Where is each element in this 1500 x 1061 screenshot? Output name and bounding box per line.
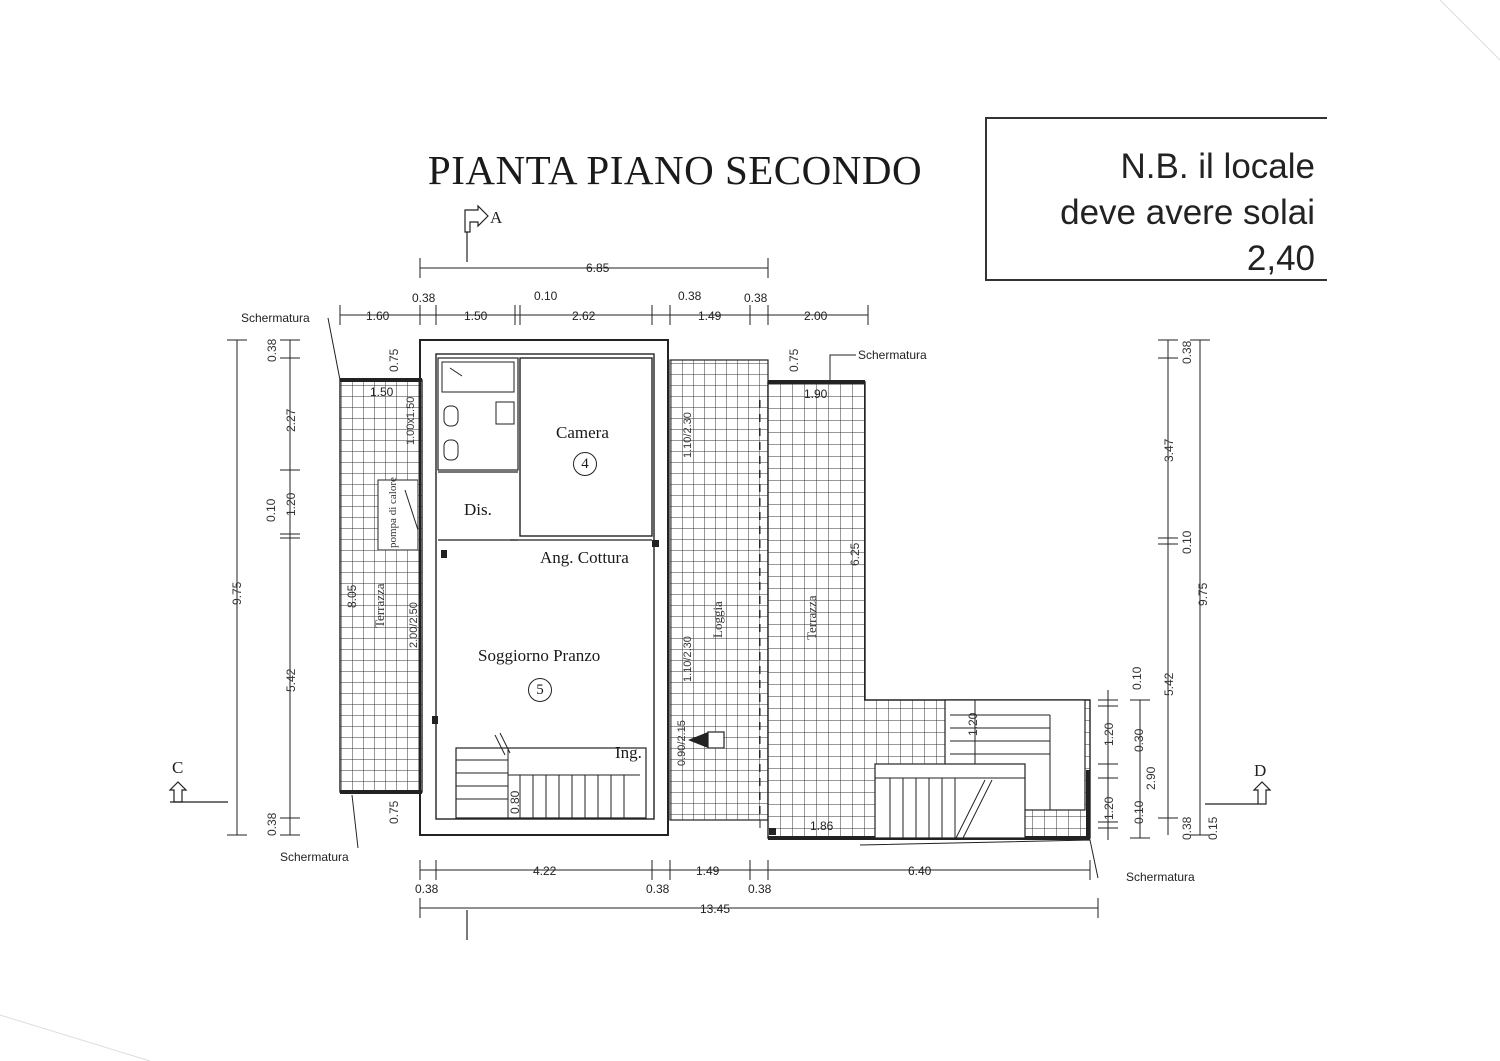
dim-bottom-6: 6.40 [908, 864, 932, 878]
dim-inner-3: 1.00x1.50 [405, 396, 417, 445]
dim-top-4: 0.10 [534, 289, 558, 303]
dim-top-9: 2.00 [804, 309, 828, 323]
dim-inner-8: 1.10/2.30 [682, 412, 694, 458]
dim-left-4: 1.20 [284, 492, 298, 516]
dim-right-9: 1.20 [1102, 796, 1116, 820]
dim-top-6: 0.38 [678, 289, 702, 303]
dim-inner-7: 0.80 [508, 790, 522, 814]
left-terrace [339, 378, 423, 794]
dim-inner-6: 0.75 [387, 800, 401, 824]
dim-right-3: 0.10 [1180, 530, 1194, 554]
room-soggiorno-label: Soggiorno Pranzo [478, 646, 601, 665]
dim-inner-15: 1.86 [810, 819, 834, 833]
pompa-calore-label: pompa di calore [387, 477, 399, 548]
dim-inner-2: 1.50 [370, 385, 394, 399]
dim-left-5: 5.42 [284, 668, 298, 692]
dim-inner-4: 8.05 [345, 584, 359, 608]
schermatura-note-top-left: Schermatura [241, 311, 310, 325]
dim-inner-9: 1.10/2.30 [682, 636, 694, 682]
dim-bottom-2: 4.22 [533, 864, 557, 878]
dim-inner-10: 0.90/2.15 [676, 720, 688, 766]
dim-top-2: 0.38 [412, 291, 436, 305]
dim-right-10: 0.10 [1132, 800, 1146, 824]
dim-top-total: 6.85 [586, 261, 610, 275]
terrazza-left-label: Terrazza [372, 583, 387, 628]
schermatura-note-bottom-left: Schermatura [280, 850, 349, 864]
section-c-label: C [172, 758, 184, 777]
room-ang-cottura-label: Ang. Cottura [540, 548, 629, 567]
dimension-labels: 6.85 1.60 0.38 1.50 0.10 2.62 0.38 1.49 … [366, 261, 932, 916]
dim-top-7: 1.49 [698, 309, 722, 323]
right-terrace [669, 359, 1091, 841]
dim-top-8: 0.38 [744, 291, 768, 305]
schermatura-note-bottom-right: Schermatura [1126, 870, 1195, 884]
dim-right-1: 0.38 [1180, 340, 1194, 364]
dim-left-3: 0.10 [264, 498, 278, 522]
dim-right-6: 1.20 [1102, 722, 1116, 746]
dim-right-5: 0.10 [1130, 666, 1144, 690]
dim-left-6: 0.38 [265, 812, 279, 836]
dim-right-8: 2.90 [1144, 766, 1158, 790]
dim-left-total: 9.75 [230, 581, 244, 605]
terrazza-right-label: Terrazza [804, 595, 819, 640]
dim-left-1: 0.38 [265, 338, 279, 362]
dim-inner-14: 1.20 [966, 712, 980, 736]
dim-bottom-total: 13.45 [700, 902, 730, 916]
room-dis-label: Dis. [464, 500, 492, 519]
room-camera-number: 4 [573, 452, 597, 476]
dim-inner-11: 6.25 [848, 542, 862, 566]
room-camera-label: Camera [556, 423, 609, 442]
room-soggiorno-number: 5 [528, 678, 552, 702]
dim-inner-1: 0.75 [387, 348, 401, 372]
dim-inner-5: 2.00/2.50 [408, 602, 420, 648]
dim-left-2: 2.27 [284, 408, 298, 432]
dim-top-1: 1.60 [366, 309, 390, 323]
loggia-label: Loggia [710, 601, 725, 638]
section-a-marker [464, 204, 489, 940]
section-d-label: D [1254, 761, 1267, 780]
section-d-marker [1205, 781, 1272, 805]
note-line-1: N.B. il locale [1120, 147, 1315, 186]
main-block [419, 339, 669, 836]
dim-right-4: 5.42 [1162, 672, 1176, 696]
dim-inner-13: 1.90 [804, 387, 828, 401]
room-ing-label: Ing. [615, 743, 642, 762]
page-title: PIANTA PIANO SECONDO [427, 147, 923, 193]
dim-top-3: 1.50 [464, 309, 488, 323]
dim-top-5: 2.62 [572, 309, 596, 323]
dim-right-2: 3.47 [1162, 438, 1176, 462]
dim-right-total: 9.75 [1196, 582, 1210, 606]
dim-bottom-5: 0.38 [748, 882, 772, 896]
note-line-3: 2,40 [1246, 239, 1315, 278]
dim-right-11: 0.38 [1180, 816, 1194, 840]
dim-bottom-1: 0.38 [415, 882, 439, 896]
schermatura-note-top-right: Schermatura [858, 348, 927, 362]
section-c-marker [168, 781, 228, 803]
dim-inner-12: 0.75 [787, 348, 801, 372]
dim-right-12: 0.15 [1206, 816, 1220, 840]
note-box: N.B. il locale deve avere solai 2,40 [985, 117, 1327, 281]
section-a-label: A [490, 208, 503, 227]
dim-bottom-3: 0.38 [646, 882, 670, 896]
note-line-2: deve avere solai [1060, 193, 1315, 232]
dim-bottom-4: 1.49 [696, 864, 720, 878]
dim-right-7: 0.30 [1132, 728, 1146, 752]
